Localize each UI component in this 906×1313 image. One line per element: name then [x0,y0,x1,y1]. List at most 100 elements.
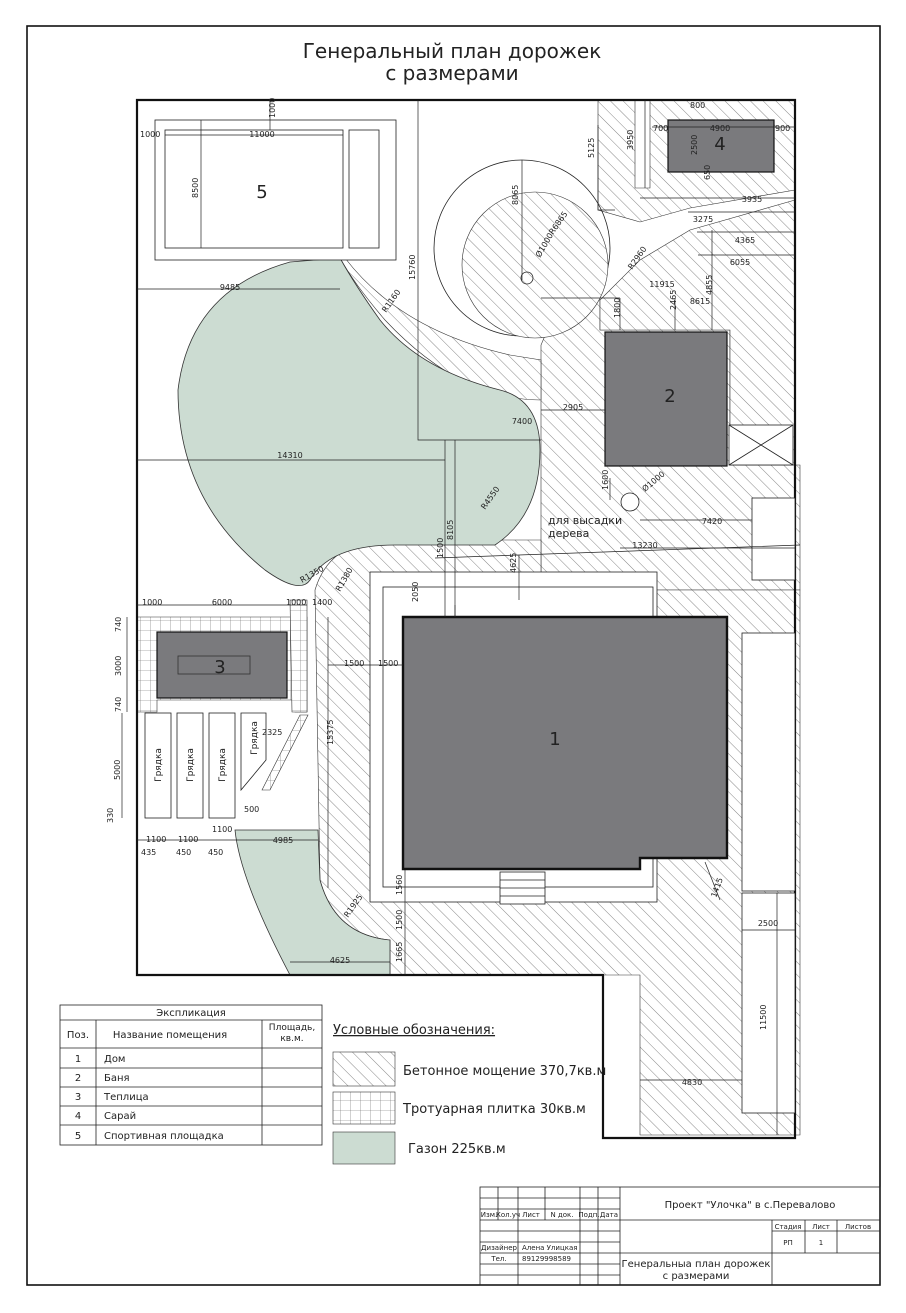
stamp-stage-value: РП [783,1239,793,1247]
garden-bed-4 [240,712,267,792]
explication-row-2-name: Баня [104,1073,130,1084]
dimension-d13230: 13230 [632,541,657,550]
legend-swatch-concrete [332,1051,396,1087]
explication-row-5-pos: 5 [75,1131,81,1142]
stamp-designer-name: Алена Улицкая [522,1244,577,1252]
dimension-d1560: 1560 [395,875,404,895]
legend-swatch-tiles [332,1091,396,1125]
dimension-d11000: 11000 [249,130,274,139]
dimension-d8065: 8065 [511,185,520,205]
explication-row-4-name: Сарай [104,1111,136,1122]
stamp-sheet-header: Лист [812,1223,830,1231]
dimension-d3000: 3000 [114,656,123,676]
stamp-project: Проект "Улочка" в с.Перевалово [665,1200,836,1211]
stamp-stage-header: Стадия [775,1223,802,1231]
building-3 [156,631,288,699]
sports-ground-side [348,129,380,249]
legend: Условные обозначения: Бетонное мощение 3… [332,1023,606,1165]
bath-circle-inner [461,191,609,339]
legend-swatch-lawn [332,1131,396,1165]
dimension-d1400: 1400 [312,598,332,607]
dimension-d7420: 7420 [702,517,722,526]
dimension-d3950: 3950 [626,130,635,150]
garden-bed-1 [144,712,172,819]
right-lawn-strip [741,632,796,892]
house-steps-lines [500,879,545,897]
building-4-label: 4 [714,134,725,155]
dimension-d500: 500 [244,805,259,814]
dimension-d5000: 5000 [113,760,122,780]
dimension-d740a: 740 [114,617,123,632]
stamp-col-podp: Подп. [578,1211,599,1219]
dimension-d450a: 450 [176,848,191,857]
bed-label-1: Грядка [154,748,164,782]
dimension-d14310: 14310 [277,451,302,460]
explication-header-area: Площадь, кв.м. [268,1023,316,1044]
stamp-phone-label: Тел. [490,1255,506,1263]
stamp-sheets-header: Листов [845,1223,871,1231]
dimension-d1000_c: 1000 [142,598,162,607]
garden-bed-3 [208,712,236,819]
stamp-phone: 89129998589 [522,1255,571,1263]
dimension-d450b: 450 [208,848,223,857]
explication-row-1-name: Дом [104,1054,125,1065]
dimension-d4625: 4625 [509,553,518,573]
dimension-d1600: 1600 [601,470,610,490]
dimension-d8105: 8105 [446,520,455,540]
dimension-d2500: 2500 [690,135,699,155]
drawing-title-line2: с размерами [385,61,518,85]
dimension-d2465: 2465 [669,290,678,310]
dimension-d740b: 740 [114,697,123,712]
dimension-d1000_b: 1000 [268,98,277,118]
stamp-sheet-title-2: с размерами [663,1271,730,1282]
dimension-d11915: 11915 [649,280,674,289]
lawn-area [177,257,541,587]
dimension-d330: 330 [106,808,115,823]
explication-row-4-pos: 4 [75,1111,81,1122]
dimension-d8615: 8615 [690,297,710,306]
dimension-d435: 435 [141,848,156,857]
stamp-col-list: Лист [522,1211,540,1219]
dimension-d15375: 15375 [326,720,335,745]
dimension-d4625b: 4625 [330,956,350,965]
plan-area: 5 4 2 для высадки дерева 1 3 [106,98,801,1140]
legend-label-concrete: Бетонное мощение 370,7кв.м [403,1064,606,1079]
gate-box [751,497,796,581]
building-2-label: 2 [664,386,675,407]
stamp-sheet-title-1: Генеральныа план дорожек [622,1259,771,1270]
bed-label-2: Грядка [186,748,196,782]
dimension-d5125: 5125 [587,138,596,158]
dimension-d1000_d: 1000 [286,598,306,607]
garden-bed-2 [176,712,204,819]
dimension-d4365: 4365 [735,236,755,245]
explication-row-3-pos: 3 [75,1092,81,1103]
sheet-frame [26,25,881,1286]
dimension-d900: 900 [775,124,790,133]
explication-table: Экспликация Поз. Название помещения Площ… [59,1004,323,1146]
stamp-col-data: Дата [600,1211,618,1219]
dimension-d1100a: 1100 [146,835,166,844]
drawing-title-line1: Генеральный план дорожек [303,39,602,63]
dimension-d1100b: 1100 [178,835,198,844]
building-5-label: 5 [256,182,267,203]
building-3-inner [177,655,251,675]
building-2 [604,331,728,467]
dimension-d9485: 9485 [220,283,240,292]
dimension-lines [121,100,801,1135]
dimension-d2500b: 2500 [758,919,778,928]
bed-label-3: Грядка [218,748,228,782]
legend-label-tiles: Тротуарная плитка 30кв.м [402,1102,586,1117]
tree-note-line2: дерева [548,527,589,540]
tree-circle [520,271,534,285]
dimension-d1800: 1800 [613,298,622,318]
dimension-d1665: 1665 [395,942,404,962]
dimension-d1000_a: 1000 [140,130,160,139]
dimension-d6055: 6055 [730,258,750,267]
dimension-d2905: 2905 [563,403,583,412]
dimension-d1500c: 1500 [378,659,398,668]
explication-title: Экспликация [156,1008,225,1019]
dimension-d1500d: 1500 [395,910,404,930]
plot-boundary [135,98,797,1140]
stamp-col-ndok: N док. [550,1211,573,1219]
sports-ground-court [164,129,344,249]
